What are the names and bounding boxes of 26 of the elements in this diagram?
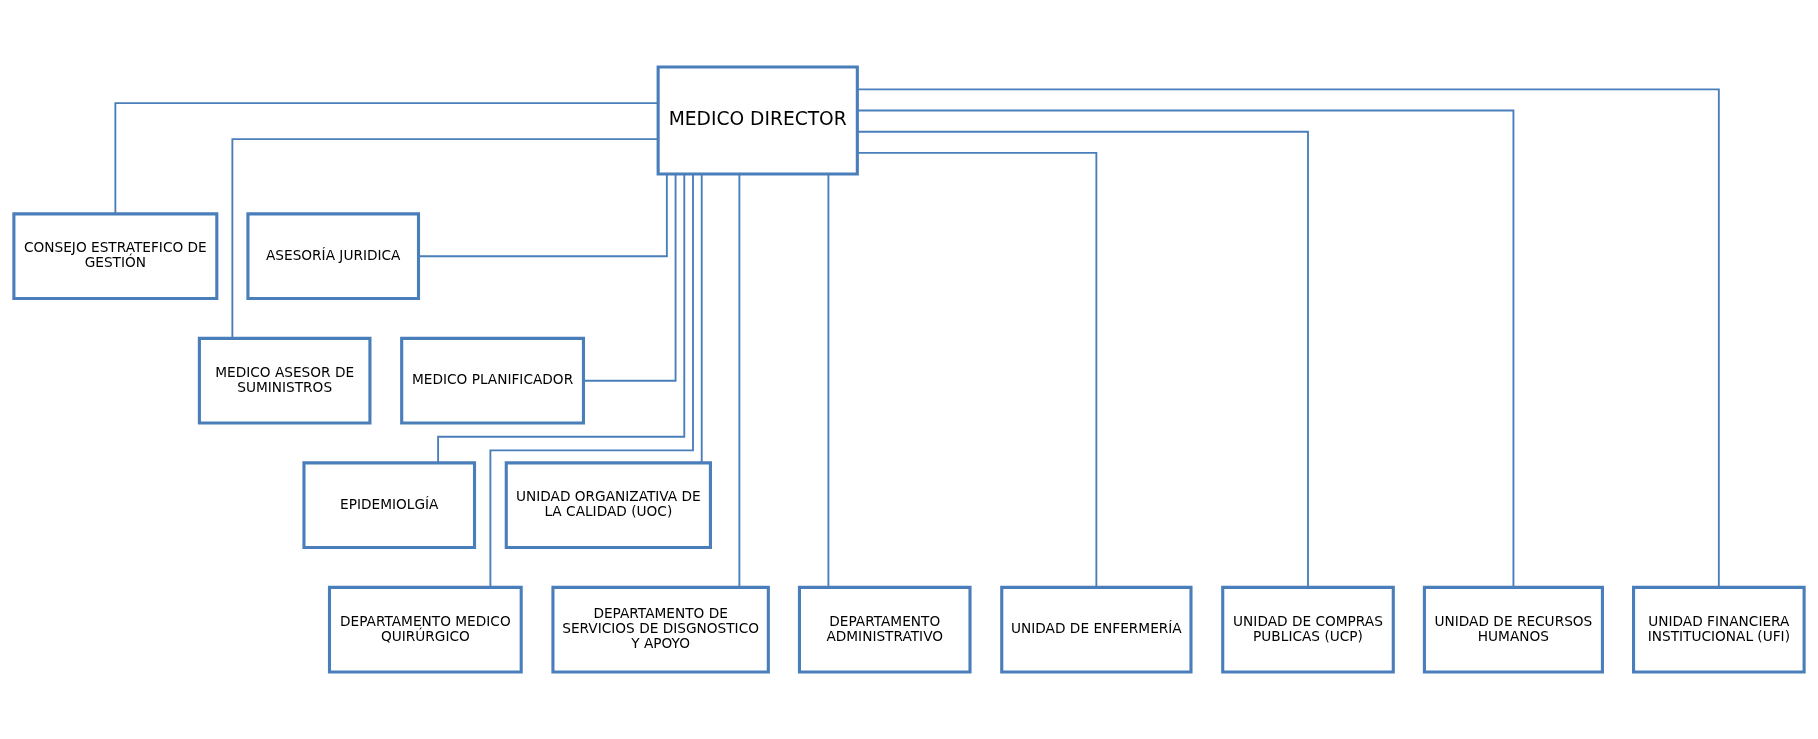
connector: [114, 102, 659, 215]
node-box: UNIDAD DE COMPRAS PUBLICAS (UCP): [1221, 585, 1395, 674]
node-box: MEDICO PLANIFICADOR: [400, 336, 585, 425]
connector: [582, 173, 677, 382]
node-box: CONSEJO ESTRATEFICO DE GESTIÓN: [12, 212, 219, 301]
node-box: UNIDAD DE ENFERMERÍA: [1000, 585, 1193, 674]
connector: [856, 151, 1098, 588]
connector: [856, 88, 1720, 589]
node-box: UNIDAD ORGANIZATIVA DE LA CALIDAD (UOC): [504, 461, 712, 550]
connector: [856, 130, 1309, 589]
connector: [856, 109, 1515, 589]
connector: [231, 138, 659, 339]
connector: [700, 173, 703, 464]
node-box: UNIDAD DE RECURSOS HUMANOS: [1422, 585, 1604, 674]
node-box: MEDICO DIRECTOR: [656, 65, 859, 176]
node-box: DEPARTAMENTO DE SERVICIOS DE DISGNOSTICO Y APOYO: [551, 585, 770, 674]
connector: [417, 173, 668, 258]
connector: [738, 173, 741, 589]
node-box: DEPARTAMENTO ADMINISTRATIVO: [797, 585, 972, 674]
node-box: UNIDAD FINANCIERA INSTITUCIONAL (UFI): [1632, 585, 1806, 674]
node-box: EPIDEMIOLGÍA: [302, 461, 477, 550]
connector: [827, 173, 830, 589]
node-box: ASESORÍA JURIDICA: [246, 212, 421, 301]
node-box: DEPARTAMENTO MEDICO QUIRÚRGICO: [327, 585, 523, 674]
connector: [489, 173, 694, 589]
node-box: MEDICO ASESOR DE SUMINISTROS: [197, 336, 372, 425]
